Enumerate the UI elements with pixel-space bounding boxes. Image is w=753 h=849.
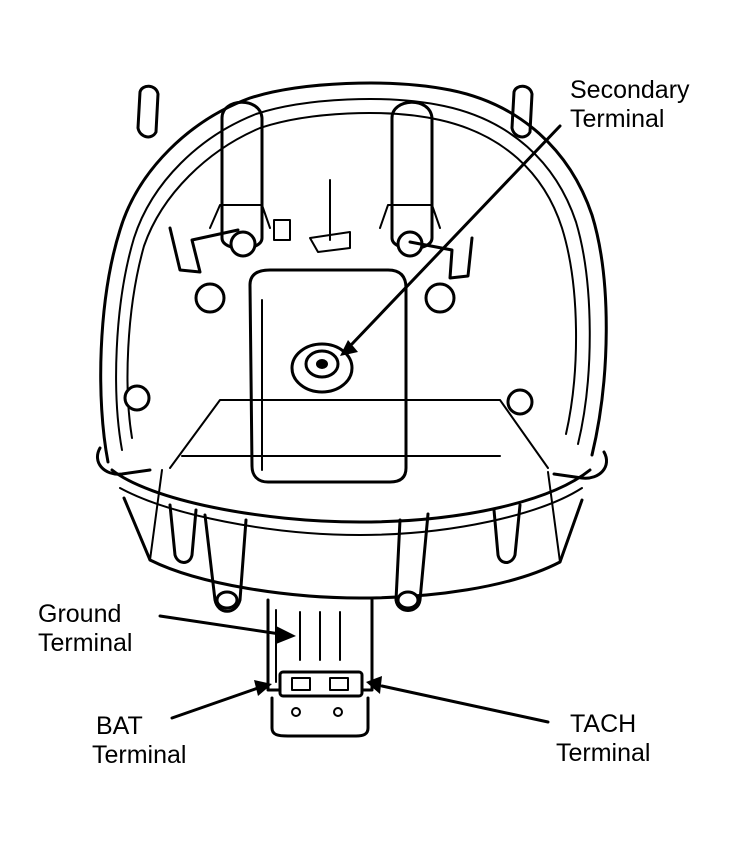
ground-terminal-arrow-shaft xyxy=(158,614,282,636)
coil-clip-hooks xyxy=(168,219,474,280)
secondary-terminal-label: Secondary Terminal xyxy=(570,76,690,134)
lower-connector xyxy=(266,598,374,738)
cap-lower-skirt xyxy=(110,399,592,600)
leader-arrows xyxy=(158,124,562,724)
bat-terminal-label: BAT Terminal xyxy=(92,712,186,770)
secondary-terminal-label-line2: Terminal xyxy=(570,105,665,133)
ground-terminal-label-line2: Terminal xyxy=(38,629,133,657)
terminal-towers xyxy=(168,503,522,613)
bat-terminal-label-line2: Terminal xyxy=(92,741,187,769)
tach-terminal-label-line1: TACH xyxy=(570,710,637,738)
tach-terminal-label-line2: Terminal xyxy=(556,739,651,767)
ground-terminal-label-line1: Ground xyxy=(38,600,122,628)
bat-terminal-arrowhead xyxy=(254,680,272,696)
bat-terminal-label-line1: BAT xyxy=(96,712,143,740)
tach-terminal-arrow-shaft xyxy=(380,684,550,724)
ignition-coil-body xyxy=(248,268,408,484)
center-contact-strap xyxy=(309,179,351,253)
secondary-terminal-arrow-shaft xyxy=(350,124,562,346)
secondary-terminal-label-line1: Secondary xyxy=(570,76,690,104)
coil-posts xyxy=(123,100,534,416)
tach-terminal-label: TACH Terminal xyxy=(556,710,650,768)
ground-terminal-label: Ground Terminal xyxy=(38,600,132,658)
tach-terminal-arrowhead xyxy=(366,676,382,694)
secondary-terminal-arrowhead xyxy=(340,340,358,356)
mounting-ears xyxy=(96,84,608,480)
cap-outer-rim xyxy=(99,81,608,464)
bat-terminal-arrow-shaft xyxy=(170,686,260,720)
ground-terminal-arrowhead xyxy=(276,626,296,644)
